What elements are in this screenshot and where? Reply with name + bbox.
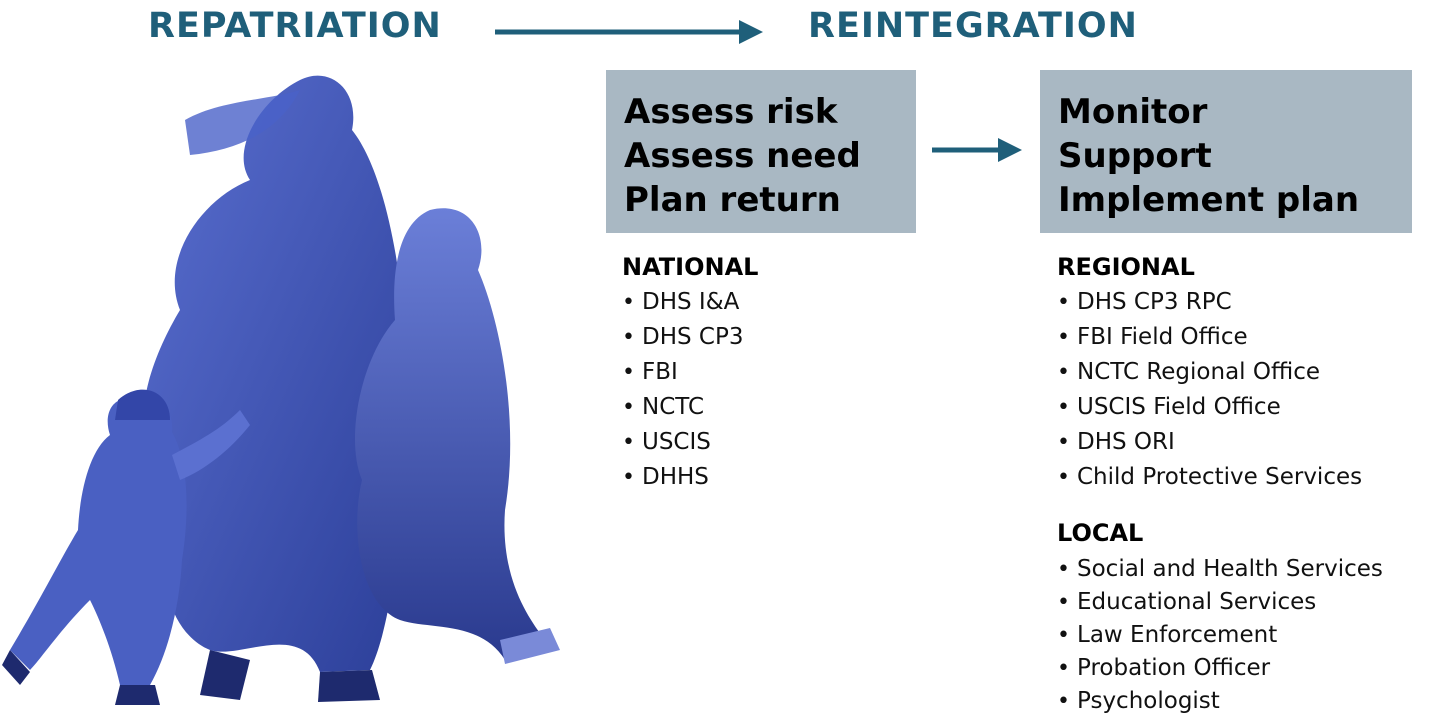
repatriation-steps-box: Assess risk Assess need Plan return (606, 70, 916, 233)
list-item: FBI Field Office (1057, 320, 1362, 355)
list-item: USCIS Field Office (1057, 390, 1362, 425)
list-item: DHS ORI (1057, 425, 1362, 460)
process-arrow-icon (495, 20, 763, 44)
national-agency-list: DHS I&A DHS CP3 FBI NCTC USCIS DHHS (622, 285, 743, 495)
step-monitor: Monitor (1058, 92, 1208, 132)
list-item: FBI (622, 355, 743, 390)
walking-family-illustration (2, 75, 560, 705)
reintegration-title: REINTEGRATION (808, 6, 1138, 46)
repatriation-title: REPATRIATION (148, 6, 442, 46)
list-item: NCTC Regional Office (1057, 355, 1362, 390)
list-item: Law Enforcement (1057, 619, 1383, 652)
reintegration-steps-box: Monitor Support Implement plan (1040, 70, 1412, 233)
national-heading: NATIONAL (622, 253, 759, 281)
regional-agency-list: DHS CP3 RPC FBI Field Office NCTC Region… (1057, 285, 1362, 495)
list-item: DHS CP3 (622, 320, 743, 355)
step-support: Support (1058, 136, 1212, 176)
list-item: Child Protective Services (1057, 460, 1362, 495)
list-item: DHHS (622, 460, 743, 495)
local-agency-list: Social and Health Services Educational S… (1057, 553, 1383, 718)
local-heading: LOCAL (1057, 519, 1144, 547)
list-item: Probation Officer (1057, 652, 1383, 685)
list-item: DHS I&A (622, 285, 743, 320)
list-item: USCIS (622, 425, 743, 460)
list-item: Psychologist (1057, 685, 1383, 718)
regional-heading: REGIONAL (1057, 253, 1195, 281)
list-item: Educational Services (1057, 586, 1383, 619)
step-assess-risk: Assess risk (624, 92, 838, 132)
step-plan-return: Plan return (624, 180, 841, 220)
list-item: NCTC (622, 390, 743, 425)
step-assess-need: Assess need (624, 136, 861, 176)
step-implement-plan: Implement plan (1058, 180, 1360, 220)
steps-arrow-icon (932, 138, 1022, 162)
list-item: Social and Health Services (1057, 553, 1383, 586)
list-item: DHS CP3 RPC (1057, 285, 1362, 320)
